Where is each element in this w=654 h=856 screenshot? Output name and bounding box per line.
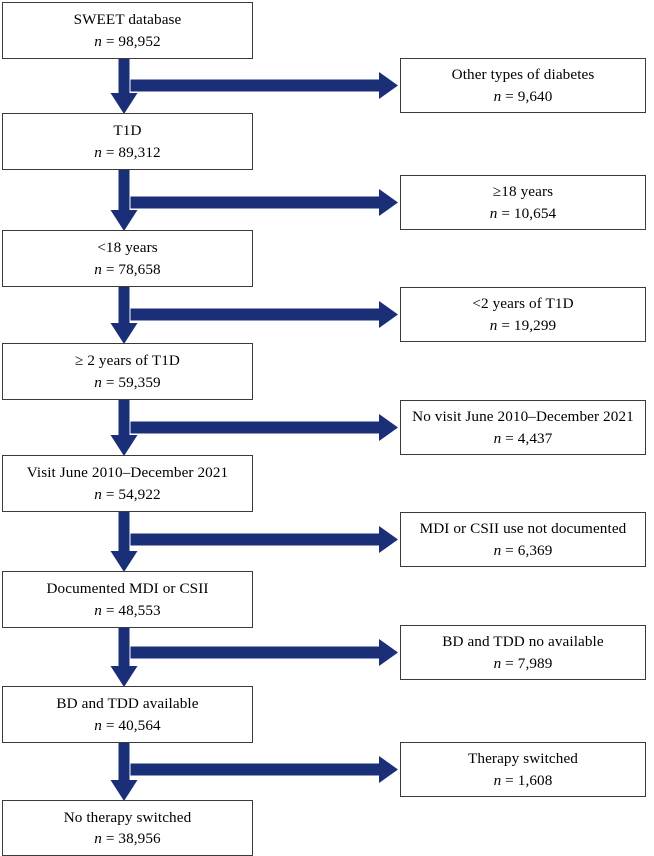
node-label: Documented MDI or CSII	[46, 580, 209, 598]
down-arrow-7	[110, 743, 138, 801]
main-node-no-therapy-switched[interactable]: No therapy switched n = 38,956	[2, 800, 253, 856]
node-count: n = 98,952	[94, 32, 161, 50]
node-label: <2 years of T1D	[472, 295, 574, 313]
exclusion-arrow-7	[130, 756, 398, 783]
node-count: n = 1,608	[493, 771, 553, 789]
down-arrow-3	[110, 287, 138, 344]
exclusion-node-bd-and-tdd-not-available[interactable]: BD and TDD no available n = 7,989	[400, 625, 646, 680]
node-count: n = 7,989	[493, 654, 553, 672]
node-label: ≥ 2 years of T1D	[75, 352, 180, 370]
exclusion-node-18-years-or-older[interactable]: ≥18 years n = 10,654	[400, 175, 646, 230]
main-node-sweet-database[interactable]: SWEET database n = 98,952	[2, 2, 253, 59]
exclusion-arrow-3	[130, 301, 398, 328]
node-count: n = 19,299	[489, 316, 557, 334]
node-label: <18 years	[97, 239, 158, 257]
exclusion-node-therapy-switched[interactable]: Therapy switched n = 1,608	[400, 742, 646, 797]
main-node-visit-june-2010-december-2021[interactable]: Visit June 2010–December 2021 n = 54,922	[2, 455, 253, 512]
node-count: n = 9,640	[493, 87, 553, 105]
node-count: n = 89,312	[94, 143, 161, 161]
node-label: MDI or CSII use not documented	[419, 520, 627, 538]
down-arrow-5	[110, 512, 138, 572]
node-count: n = 54,922	[94, 485, 161, 503]
node-label: T1D	[113, 122, 142, 140]
down-arrow-4	[110, 400, 138, 456]
down-arrow-2	[110, 170, 138, 231]
node-label: SWEET database	[73, 11, 182, 29]
exclusion-node-under-2-years-t1d[interactable]: <2 years of T1D n = 19,299	[400, 287, 646, 342]
exclusion-arrow-6	[130, 639, 398, 666]
down-arrow-6	[110, 628, 138, 687]
main-node-bd-and-tdd-available[interactable]: BD and TDD available n = 40,564	[2, 686, 253, 743]
node-label: Other types of diabetes	[451, 66, 595, 84]
exclusion-arrow-4	[130, 414, 398, 441]
node-label: Visit June 2010–December 2021	[26, 464, 229, 482]
node-label: BD and TDD available	[56, 695, 199, 713]
main-node-2-years-or-more-t1d[interactable]: ≥ 2 years of T1D n = 59,359	[2, 343, 253, 400]
node-label: No therapy switched	[63, 808, 192, 826]
main-node-under-18-years[interactable]: <18 years n = 78,658	[2, 230, 253, 287]
main-node-t1d[interactable]: T1D n = 89,312	[2, 113, 253, 170]
node-count: n = 10,654	[489, 204, 557, 222]
node-count: n = 59,359	[94, 373, 161, 391]
node-count: n = 38,956	[94, 830, 161, 847]
node-label: Therapy switched	[468, 750, 578, 768]
exclusion-node-other-types-of-diabetes[interactable]: Other types of diabetes n = 9,640	[400, 58, 646, 113]
exclusion-arrow-1	[130, 72, 398, 99]
main-node-documented-mdi-or-csii[interactable]: Documented MDI or CSII n = 48,553	[2, 571, 253, 628]
node-label: ≥18 years	[492, 183, 554, 201]
exclusion-node-mdi-or-csii-not-documented[interactable]: MDI or CSII use not documented n = 6,369	[400, 512, 646, 567]
exclusion-arrow-2	[130, 189, 398, 216]
node-count: n = 78,658	[94, 260, 161, 278]
node-label: No visit June 2010–December 2021	[412, 408, 634, 426]
node-label: BD and TDD no available	[442, 633, 604, 651]
node-count: n = 6,369	[493, 541, 553, 559]
exclusion-node-no-visit-june-2010-december-2021[interactable]: No visit June 2010–December 2021 n = 4,4…	[400, 400, 646, 455]
down-arrow-1	[110, 59, 138, 114]
node-count: n = 4,437	[493, 429, 553, 447]
exclusion-arrow-5	[130, 526, 398, 553]
node-count: n = 48,553	[94, 601, 161, 619]
node-count: n = 40,564	[94, 716, 161, 734]
